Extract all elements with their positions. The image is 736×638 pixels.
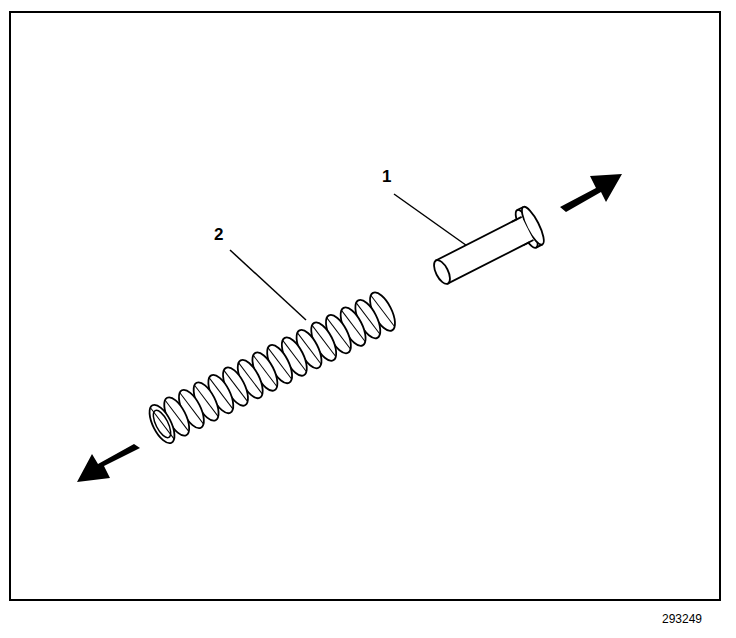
leader-line [394,194,470,248]
callout-number: 2 [214,226,223,243]
spring-coil [297,329,321,367]
spring-coil [194,382,218,420]
spring-coil [341,307,365,345]
coil-spring [144,289,400,447]
pin [427,204,548,293]
frame-border [10,12,720,600]
pin-body [512,217,522,222]
pin-body [512,218,533,245]
spring-coil [209,374,233,412]
spring-coil [180,389,204,427]
spring-coil [165,397,189,435]
spring-coil [224,367,248,405]
spring-coil [268,344,292,382]
spring-coil [238,359,262,397]
figure-number: 293249 [662,613,702,625]
callout-number: 1 [382,168,391,185]
spring-coil [150,404,174,442]
leader-line [230,250,306,320]
spring-coil [327,314,351,352]
pin-body [524,240,534,245]
spring-coil [253,352,277,390]
direction-arrow [77,444,140,482]
pin-body [436,217,533,284]
spring-coil [144,401,179,447]
spring-coil [371,292,395,330]
pin-end [431,258,453,287]
direction-arrow [560,174,622,212]
spring-coil [356,299,380,337]
spring-coil [312,322,336,360]
spring-opening [150,408,174,440]
spring-coil [283,337,307,375]
